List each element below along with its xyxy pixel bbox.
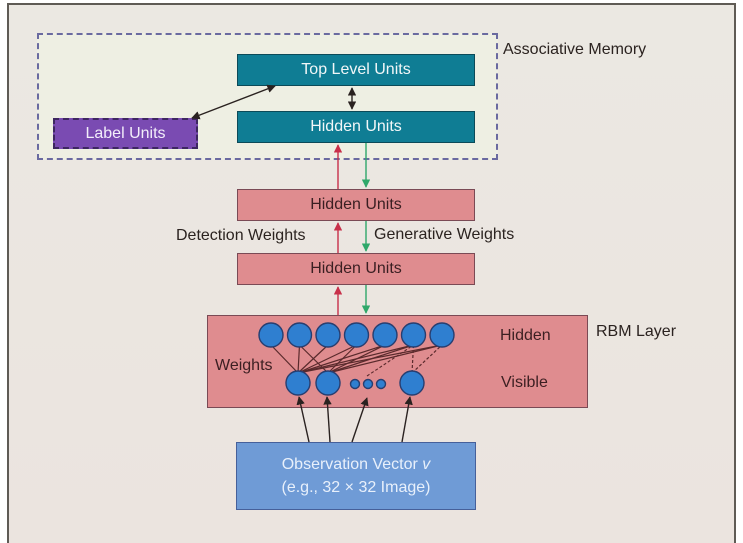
observation-text: Observation Vector: [281, 456, 423, 473]
hidden-node: [400, 322, 427, 348]
weight-line: [327, 344, 386, 374]
weight-line: [270, 344, 299, 374]
label-top-bidirectional-arrow: [191, 84, 276, 120]
weight-line: [411, 344, 443, 374]
ellipsis-dot: [362, 378, 374, 390]
lower-hidden-units-label: Hidden Units: [310, 260, 402, 277]
input-arrow: [296, 396, 310, 443]
visible-node: [399, 370, 425, 396]
hidden-node: [258, 322, 284, 348]
rbm-layer-label: RBM Layer: [596, 323, 677, 340]
rbm-weights-label: Weights: [215, 357, 273, 374]
weight-line: [411, 344, 415, 374]
weight-line: [327, 344, 443, 374]
visible-node: [285, 370, 311, 396]
label-units-box: Label Units: [53, 118, 198, 149]
visible-node: [315, 370, 341, 396]
weight-line: [327, 344, 414, 374]
rbm-nodes: [258, 322, 455, 396]
observation-variable: v: [422, 456, 431, 473]
hidden-node: [286, 322, 313, 348]
weight-line: [366, 344, 414, 377]
associative-memory-label: Associative Memory: [503, 41, 647, 58]
weight-line: [297, 344, 301, 374]
hidden-node: [429, 322, 455, 348]
label-units-label: Label Units: [85, 124, 166, 142]
observation-line-2: (e.g., 32 × 32 Image): [281, 479, 431, 496]
ellipsis-dot: [375, 378, 387, 390]
top-level-units-label: Top Level Units: [301, 61, 411, 78]
assoc-hidden-units-box: Hidden Units: [237, 111, 475, 143]
ellipsis-dot: [349, 378, 361, 390]
weight-line: [299, 344, 329, 374]
rbm-weight-lines: [270, 344, 443, 377]
generative-weights-label: Generative Weights: [374, 226, 515, 243]
assoc-hidden-units-label: Hidden Units: [310, 118, 402, 135]
detection-weights-label: Detection Weights: [176, 227, 306, 244]
input-arrow: [351, 397, 369, 443]
upper-hidden-units-label: Hidden Units: [310, 196, 402, 213]
observation-vector-box: Observation Vector v (e.g., 32 × 32 Imag…: [236, 442, 476, 510]
lower-hidden-units-box: Hidden Units: [237, 253, 475, 285]
upper-hidden-units-box: Hidden Units: [237, 189, 475, 221]
rbm-hidden-label: Hidden: [500, 327, 551, 344]
hidden-node: [343, 322, 370, 348]
top-level-units-box: Top Level Units: [237, 54, 475, 86]
hidden-node: [315, 322, 341, 348]
input-arrow: [323, 396, 332, 443]
observation-input-arrows: [296, 396, 413, 443]
observation-line-1: Observation Vector v: [282, 453, 431, 476]
rbm-visible-label: Visible: [501, 374, 548, 391]
hidden-node: [372, 322, 398, 348]
weight-line: [327, 344, 357, 374]
weight-line: [297, 344, 357, 374]
input-arrow: [401, 396, 413, 443]
